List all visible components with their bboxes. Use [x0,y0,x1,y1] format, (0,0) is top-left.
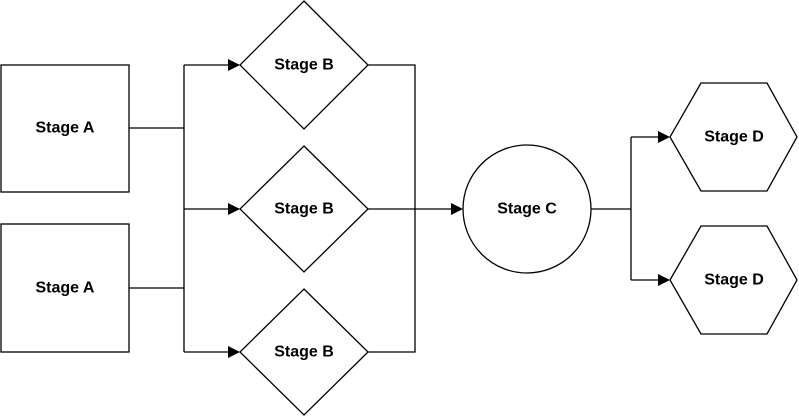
stage-c-circle [462,144,592,274]
arrowhead-stage-d-top [658,131,670,143]
connector-stage-b-top-out [368,64,416,209]
stage-a-bottom-box [0,223,130,353]
arrowhead-stage-b-top [228,59,240,71]
stage-b-middle-label: Stage B [274,201,334,218]
node-stage-a-bottom[interactable]: Stage A [0,223,130,353]
arrowhead-stage-c [451,203,463,215]
stage-b-bottom-label: Stage B [274,344,334,361]
stage-b-top-label: Stage B [274,57,334,74]
connectors-c-to-d [591,131,670,286]
stage-d-bottom-hexagon [669,225,798,335]
stage-a-top-box [0,64,130,193]
node-stage-c[interactable]: Stage C [462,144,592,274]
arrowhead-stage-d-bottom [658,274,670,286]
stage-d-bottom-label: Stage D [704,272,764,289]
node-stage-b-middle[interactable]: Stage B [239,145,369,273]
node-stage-d-bottom[interactable]: Stage D [669,225,798,335]
stage-c-label: Stage C [497,201,557,218]
stage-b-middle-diamond [239,145,369,273]
connector-stage-b-bottom-out [368,209,416,353]
stage-a-bottom-label: Stage A [36,280,95,297]
arrowhead-stage-b-middle [228,203,240,215]
connectors-b-to-c [368,64,463,353]
connectors-a-to-b [129,59,240,358]
arrowhead-stage-b-bottom [228,346,240,358]
stage-b-top-diamond [239,0,369,130]
stage-d-top-label: Stage D [704,129,764,146]
node-stage-d-top[interactable]: Stage D [669,82,798,192]
node-stage-b-bottom[interactable]: Stage B [239,288,369,416]
node-stage-a-top[interactable]: Stage A [0,64,130,193]
node-stage-b-top[interactable]: Stage B [239,0,369,130]
stage-d-top-hexagon [669,82,798,192]
stage-a-top-label: Stage A [36,120,95,137]
stage-b-bottom-diamond [239,288,369,416]
